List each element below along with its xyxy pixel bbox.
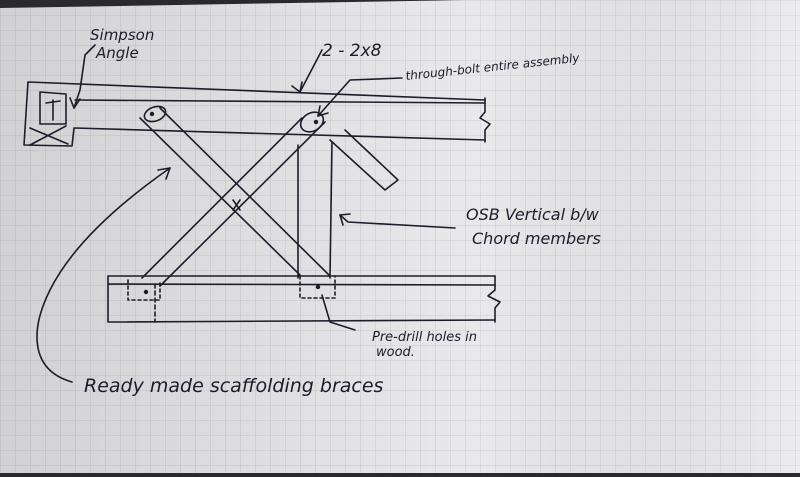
simpson-angle-x (29, 125, 69, 146)
leader-through-bolt (317, 77, 403, 117)
leader-simpson (73, 44, 96, 109)
bolt-hole (143, 289, 149, 295)
brace-cross-bolt (232, 199, 241, 211)
bolt-hole (313, 119, 319, 125)
osb-vertical (297, 141, 333, 279)
label-osb-2: Chord members (472, 229, 601, 248)
bottom-plate-left (127, 279, 161, 301)
label-osb-1: OSB Vertical b/w (466, 205, 600, 224)
brace-1 (139, 107, 331, 277)
top-chord-break (479, 97, 491, 143)
label-2x8: 2 - 2x8 (322, 41, 382, 61)
simpson-angle-mark (45, 99, 61, 121)
bolt-hole (315, 284, 321, 290)
leader-osb (339, 214, 456, 229)
label-simpson-1: Simpson (90, 26, 154, 44)
arrowhead-braces (157, 167, 171, 180)
leader-2x8 (299, 49, 323, 93)
osb-diagonal-cut (329, 129, 399, 191)
leader-predrill (321, 294, 356, 331)
brace-2-end (299, 111, 325, 133)
arrowhead-2x8 (291, 81, 303, 93)
drawing-ink (23, 44, 501, 383)
arrowhead-bolt (317, 105, 329, 117)
label-predrill-2: wood. (376, 345, 415, 360)
simpson-angle-inner (39, 91, 67, 125)
brace-1-end (143, 105, 167, 123)
arrowheads (69, 81, 351, 226)
bottom-chord-break (487, 275, 501, 323)
bolt-hole (149, 111, 155, 117)
simpson-angle-box (23, 81, 75, 147)
label-simpson-2: Angle (95, 44, 139, 62)
top-chord (27, 81, 486, 141)
bottom-chord (107, 275, 496, 323)
bolt-holes (143, 111, 321, 295)
arrowhead-simpson (69, 97, 81, 109)
label-predrill-1: Pre-drill holes in (372, 330, 477, 345)
bottom-plate-right (299, 275, 336, 299)
arrowhead-osb (339, 213, 351, 226)
label-braces: Ready made scaffolding braces (84, 375, 384, 397)
leader-braces (36, 167, 171, 383)
